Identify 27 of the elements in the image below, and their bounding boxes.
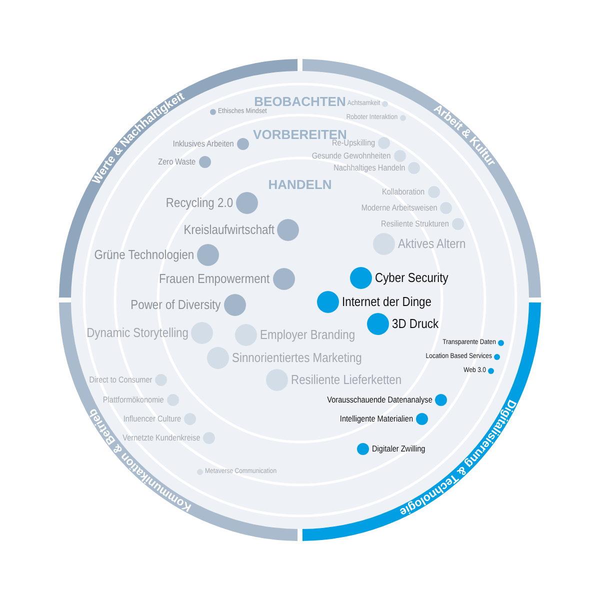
item-label: Resiliente Strukturen xyxy=(381,219,449,229)
item-label: Influencer Culture xyxy=(123,414,181,424)
item-label: Vorausschauende Datenanalyse xyxy=(326,395,432,405)
item-label: Dynamic Storytelling xyxy=(86,326,188,340)
item-label: Sinnorientiertes Marketing xyxy=(232,350,362,366)
item-label: Direct to Consumer xyxy=(89,375,152,385)
item-label: Frauen Empowerment xyxy=(159,272,270,286)
item-label: Moderne Arbeitsweisen xyxy=(361,203,437,213)
item-label: Grüne Technologien xyxy=(94,248,194,262)
item-label: Nachhaltiges Handeln xyxy=(333,163,405,173)
item-label: Power of Diversity xyxy=(130,298,221,312)
item-label: Aktives Altern xyxy=(398,236,466,252)
item-label: 3D Druck xyxy=(392,316,439,332)
item-label: Gesunde Gewohnheiten xyxy=(312,151,391,161)
item-label: Vernetzte Kundenkreise xyxy=(122,433,200,442)
item-label: Kreislaufwirtschaft xyxy=(183,222,274,238)
item-label: Plattformökonomie xyxy=(103,395,164,405)
item-label: Employer Branding xyxy=(260,328,356,342)
item-label: Re-Upskilling xyxy=(332,138,375,148)
item-label: Intelligente Materialien xyxy=(340,414,413,424)
item-label: Resiliente Lieferketten xyxy=(291,372,402,388)
ring-label: HANDELN xyxy=(268,178,332,192)
item-label: Cyber Security xyxy=(375,270,448,286)
item-label: Internet der Dinge xyxy=(342,294,432,310)
item-label: Kollaboration xyxy=(382,187,425,197)
item-label: Recycling 2.0 xyxy=(166,196,233,210)
ring-label: BEOBACHTEN xyxy=(254,95,346,109)
